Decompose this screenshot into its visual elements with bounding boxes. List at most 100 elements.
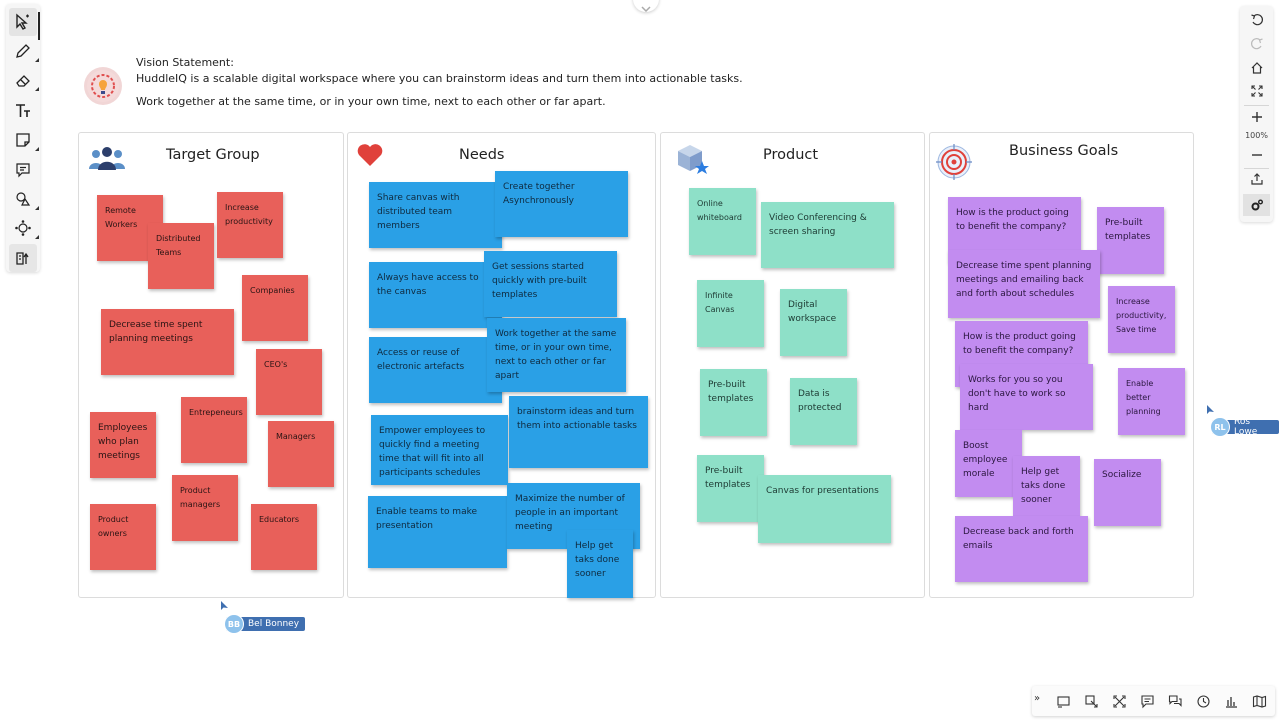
- vision-statement-line-1: HuddleIQ is a scalable digital workspace…: [136, 72, 743, 85]
- sticky-note[interactable]: Video Conferencing & screen sharing: [761, 202, 894, 268]
- collaborator-avatar: BB: [224, 614, 244, 634]
- left-toolbar: [6, 4, 40, 272]
- comment-tool-button[interactable]: [9, 156, 37, 184]
- sticky-note[interactable]: Educators: [251, 504, 317, 570]
- export-button[interactable]: [1243, 168, 1270, 190]
- sticky-note[interactable]: Always have access to the canvas: [369, 262, 502, 328]
- comments-button[interactable]: [1137, 692, 1157, 710]
- screen-share-button[interactable]: [1053, 692, 1073, 710]
- history-button[interactable]: [1193, 692, 1213, 710]
- people-group-icon: [87, 145, 127, 175]
- sticky-note[interactable]: Access or reuse of electronic artefacts: [369, 337, 502, 403]
- sticky-note[interactable]: Canvas for presentations: [758, 475, 891, 543]
- fullscreen-button[interactable]: [1109, 692, 1129, 710]
- sticky-note[interactable]: Managers: [268, 421, 334, 487]
- sticky-note[interactable]: Companies: [242, 275, 308, 341]
- templates-icon: [16, 252, 29, 265]
- pen-tool-button[interactable]: [9, 37, 39, 65]
- needs-panel[interactable]: Needs Share canvas with distributed team…: [347, 132, 656, 598]
- shapes-icon: [16, 192, 31, 206]
- sticky-note[interactable]: Share canvas with distributed team membe…: [369, 182, 502, 248]
- business-goals-title: Business Goals: [1009, 143, 1119, 159]
- business-goals-panel[interactable]: Business Goals How is the product going …: [929, 132, 1194, 598]
- export-icon: [1250, 173, 1263, 185]
- zoom-in-icon: [1251, 112, 1262, 122]
- home-button[interactable]: [1243, 57, 1270, 79]
- sticky-note[interactable]: Socialize: [1094, 459, 1161, 526]
- sticky-note[interactable]: Infinite Canvas: [697, 280, 764, 347]
- shapes-tool-button[interactable]: [9, 185, 39, 213]
- cursor-pointer-icon: [221, 601, 228, 610]
- presentation-button[interactable]: [1081, 692, 1101, 710]
- collaborator-name: Ros Lowe: [1234, 417, 1258, 437]
- undo-icon: [1250, 14, 1263, 26]
- sticky-note[interactable]: Decrease time spent planning meetings an…: [948, 250, 1100, 318]
- target-icon: [936, 144, 972, 184]
- chat-icon: [1168, 694, 1182, 707]
- sticky-note[interactable]: CEO's: [256, 349, 322, 415]
- vision-logo: [84, 67, 122, 105]
- collaborator-name: Bel Bonney: [248, 619, 300, 629]
- redo-button[interactable]: [1243, 33, 1270, 55]
- select-tool-button[interactable]: [9, 8, 40, 40]
- sticky-note[interactable]: Boost employee morale: [955, 430, 1022, 497]
- sticky-note[interactable]: Pre-built templates: [697, 455, 764, 522]
- templates-tool-button[interactable]: [9, 244, 37, 272]
- text-tool-button[interactable]: [9, 97, 37, 125]
- fit-screen-button[interactable]: [1243, 80, 1270, 102]
- zoom-in-button[interactable]: [1243, 106, 1270, 128]
- text-icon: [16, 104, 30, 117]
- sticky-note[interactable]: Work together at the same time, or in yo…: [487, 318, 626, 392]
- zoom-level-label: 100%: [1245, 131, 1268, 140]
- sticky-note[interactable]: Online whiteboard: [689, 188, 756, 255]
- sticky-note[interactable]: brainstorm ideas and turn them into acti…: [509, 396, 648, 468]
- collaborator-tag: Bel Bonney: [226, 617, 306, 631]
- sticky-note[interactable]: Product owners: [90, 504, 156, 570]
- sticky-note[interactable]: Decrease back and forth emails: [955, 516, 1088, 582]
- zoom-out-icon: [1251, 154, 1262, 156]
- collapse-top-chevron[interactable]: [633, 0, 659, 12]
- sticky-note[interactable]: Entrepeneurs: [181, 397, 247, 463]
- sticky-note[interactable]: Digital workspace: [780, 289, 847, 356]
- target-group-title: Target Group: [166, 147, 260, 163]
- sticky-note[interactable]: Get sessions started quickly with pre-bu…: [484, 251, 617, 317]
- sticky-note[interactable]: Product managers: [172, 475, 238, 541]
- product-panel[interactable]: Product Online whiteboard Video Conferen…: [660, 132, 925, 598]
- sticky-note[interactable]: Help get taks done sooner: [567, 530, 633, 598]
- sticky-note[interactable]: Increase productivity, Save time: [1108, 286, 1175, 353]
- map-icon: [1252, 694, 1266, 708]
- stats-button[interactable]: [1221, 692, 1241, 710]
- sticky-note[interactable]: Pre-built templates: [700, 369, 767, 436]
- sticky-note-icon: [16, 133, 30, 147]
- sticky-note[interactable]: Empower employees to quickly find a meet…: [371, 415, 508, 485]
- sticky-note[interactable]: Pre-built templates: [1097, 207, 1164, 274]
- target-group-panel[interactable]: Target Group Remote Workers Distributed …: [78, 132, 344, 598]
- settings-icon: [1251, 199, 1263, 211]
- redo-icon: [1250, 38, 1263, 50]
- sticky-note[interactable]: Help get taks done sooner: [1013, 456, 1080, 523]
- sticky-note[interactable]: Increase productivity: [217, 192, 283, 258]
- chevron-down-icon: [641, 6, 651, 12]
- sticky-note[interactable]: Enable better planning: [1118, 368, 1185, 435]
- sticky-note-tool-button[interactable]: [9, 126, 39, 154]
- sticky-note[interactable]: Data is protected: [790, 378, 857, 445]
- expand-icon[interactable]: »: [1034, 693, 1041, 704]
- sticky-note[interactable]: Enable teams to make presentation: [368, 496, 507, 568]
- sticky-note[interactable]: Create together Asynchronously: [495, 171, 628, 237]
- eraser-tool-button[interactable]: [9, 66, 39, 94]
- collaborator-avatar: RL: [1210, 417, 1230, 437]
- fit-screen-icon: [1250, 85, 1263, 97]
- settings-button[interactable]: [1243, 194, 1270, 216]
- zoom-out-button[interactable]: [1243, 144, 1270, 166]
- chat-button[interactable]: [1165, 692, 1185, 710]
- heart-icon: [356, 143, 384, 171]
- sticky-note[interactable]: Works for you so you don't have to work …: [960, 364, 1093, 430]
- home-icon: [1251, 62, 1262, 74]
- connector-tool-button[interactable]: [9, 214, 39, 242]
- sticky-note[interactable]: Decrease time spent planning meetings: [101, 309, 234, 375]
- map-button[interactable]: [1249, 692, 1269, 710]
- undo-button[interactable]: [1243, 9, 1270, 31]
- sticky-note[interactable]: Employees who plan meetings: [90, 412, 156, 478]
- right-toolbar: 100%: [1240, 6, 1273, 222]
- sticky-note[interactable]: Distributed Teams: [148, 223, 214, 289]
